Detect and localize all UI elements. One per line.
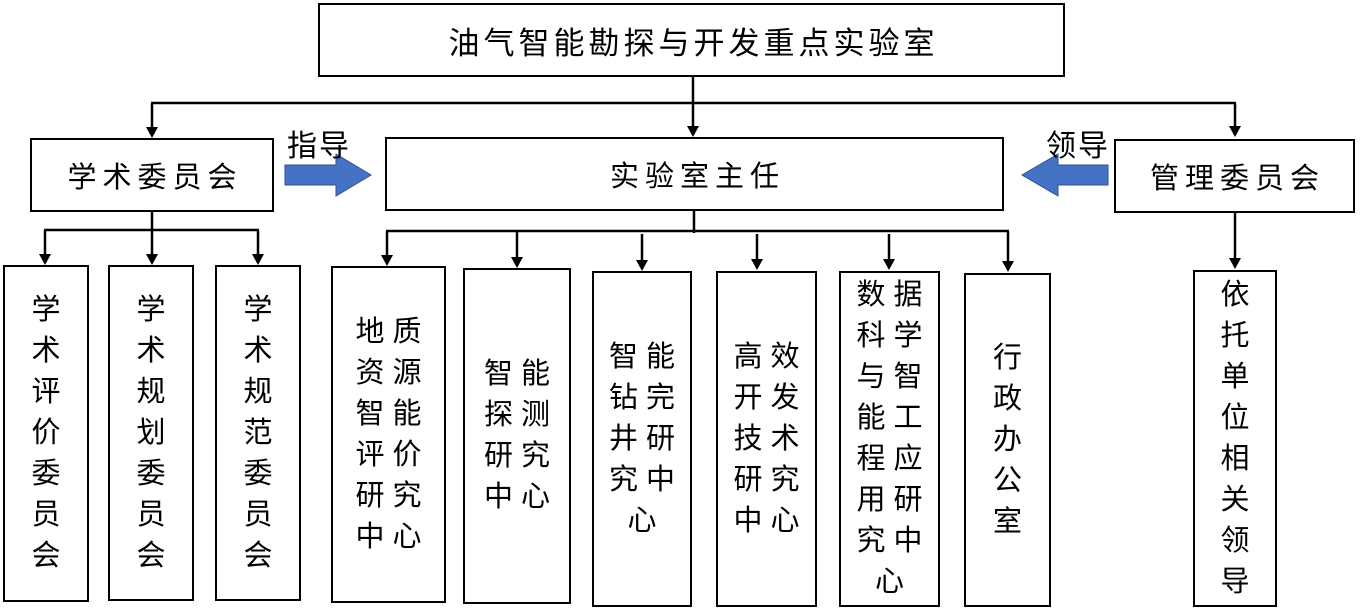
- root-lab-label: 油气智能勘探与开发重点实验室: [448, 25, 939, 61]
- admin-office-label: 行政办公室: [992, 341, 1030, 538]
- host-unit-leaders-box: 依托单位相关领导: [1193, 270, 1277, 607]
- arrowhead-host-unit-leaders: [1229, 258, 1241, 269]
- arrowhead-geo-resource: [381, 255, 393, 266]
- efficient-development-center-label: 高效开发技术研究中心: [733, 340, 808, 537]
- academic-norms-committee-box: 学术规范委员会: [215, 265, 301, 601]
- host-unit-leaders-label: 依托单位相关领导: [1220, 278, 1258, 598]
- arrowhead-intelligent-drilling: [636, 260, 648, 271]
- academic-committee-label: 学术委员会: [67, 162, 243, 194]
- academic-evaluation-committee-label: 学术评价委员会: [31, 294, 69, 572]
- intelligent-drilling-center-box: 智能钻完井研究中心: [592, 271, 692, 607]
- arrowhead-academic-norms: [252, 254, 264, 265]
- arrowhead-director: [687, 126, 699, 137]
- academic-evaluation-committee-box: 学术评价委员会: [3, 265, 89, 602]
- arrowhead-academic-evaluation: [39, 254, 51, 265]
- intelligent-drilling-center-label: 智能钻完井研究中心: [608, 340, 683, 537]
- arrowhead-admin-office: [1002, 261, 1014, 272]
- arrowhead-management-committee: [1229, 126, 1241, 137]
- admin-office-box: 行政办公室: [964, 273, 1051, 607]
- arrowhead-academic-planning: [146, 254, 158, 265]
- relation-label-guide: 指导: [287, 130, 351, 163]
- intelligent-detection-center-label: 智能探测研究中心: [483, 358, 558, 513]
- arrowhead-data-science: [883, 259, 895, 270]
- academic-planning-committee-box: 学术规划委员会: [108, 265, 194, 601]
- arrowhead-academic-committee: [146, 127, 158, 138]
- geo-resource-center-label: 地质资源智能评价研究中心: [355, 315, 430, 553]
- arrowhead-efficient-development: [751, 259, 763, 270]
- director-box: 实验室主任: [385, 137, 1004, 211]
- arrowhead-intelligent-detection: [511, 257, 523, 268]
- relation-label-lead: 领导: [1046, 130, 1110, 163]
- efficient-development-center-box: 高效开发技术研究中心: [716, 271, 817, 607]
- data-science-center-label: 数据科学与智能工程应用研究中心: [856, 279, 931, 598]
- geo-resource-center-box: 地质资源智能评价研究中心: [331, 266, 446, 603]
- management-committee-box: 管理委员会: [1114, 139, 1355, 213]
- academic-committee-box: 学术委员会: [30, 138, 274, 212]
- intelligent-detection-center-box: 智能探测研究中心: [463, 268, 571, 604]
- root-lab-box: 油气智能勘探与开发重点实验室: [318, 3, 1065, 77]
- data-science-center-box: 数据科学与智能工程应用研究中心: [839, 271, 940, 607]
- academic-planning-committee-label: 学术规划委员会: [136, 293, 174, 572]
- academic-norms-committee-label: 学术规范委员会: [243, 293, 281, 572]
- management-committee-label: 管理委员会: [1149, 163, 1325, 195]
- director-label: 实验室主任: [609, 161, 785, 193]
